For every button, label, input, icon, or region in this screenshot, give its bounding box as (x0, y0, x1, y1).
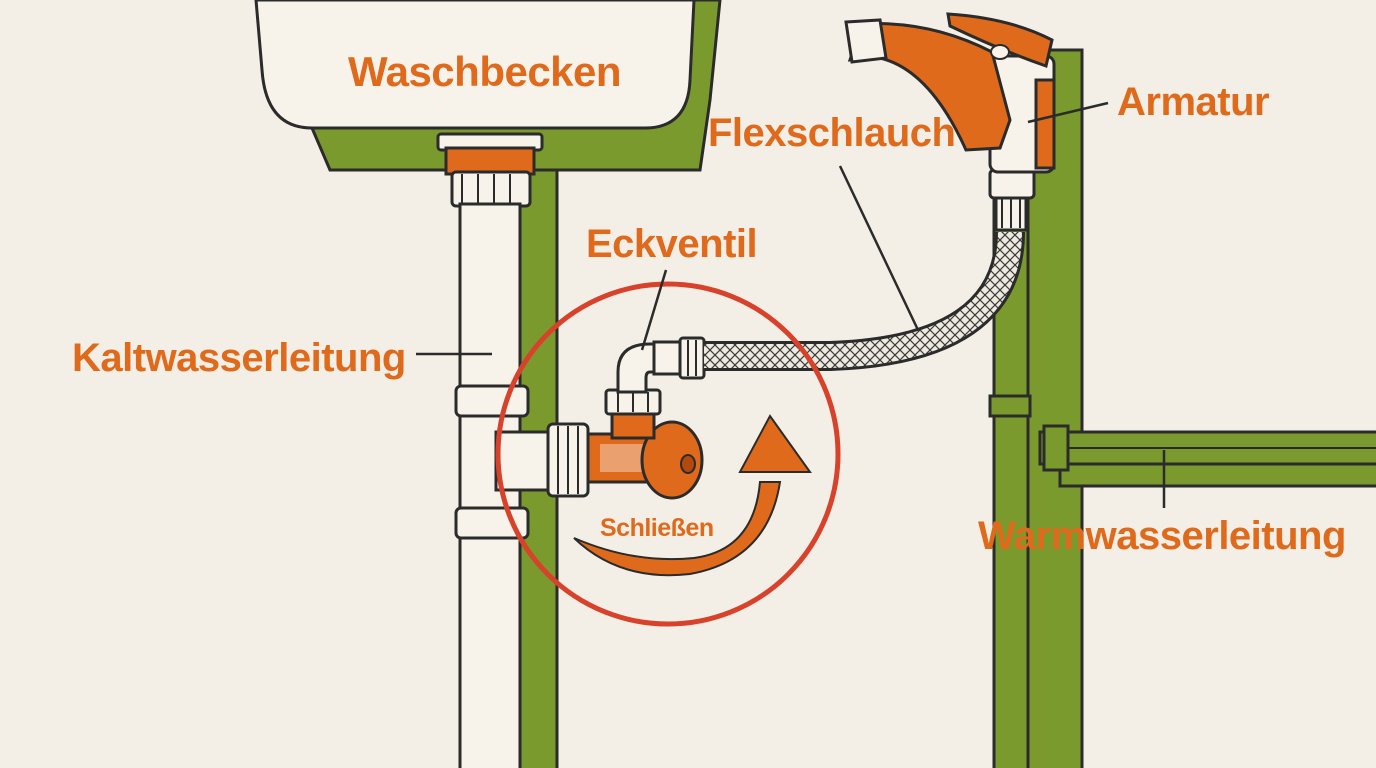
label-faucet: Armatur (1117, 80, 1270, 124)
label-close-hint: Schließen (600, 514, 714, 542)
valve-highlight-circle (495, 281, 841, 627)
label-sink: Waschbecken (348, 48, 622, 95)
close-direction-arrow (573, 414, 812, 577)
faucet (844, 12, 1056, 232)
hot-water-pipe (988, 394, 1376, 472)
label-hot-pipe: Warmwasserleitung (978, 514, 1346, 558)
leader-eckventil (640, 269, 668, 351)
sink-basin (254, 0, 696, 130)
cold-water-pipe (454, 202, 590, 768)
leader-flexschlauch (838, 165, 920, 331)
leader-armatur (1027, 101, 1109, 124)
label-flex-hose: Flexschlauch (708, 111, 956, 155)
drain-fitting (436, 132, 544, 208)
flex-hose-braid (704, 231, 1022, 368)
angle-valve (586, 336, 706, 500)
label-cold-pipe: Kaltwasserleitung (72, 336, 406, 380)
label-angle-valve: Eckventil (586, 222, 758, 266)
